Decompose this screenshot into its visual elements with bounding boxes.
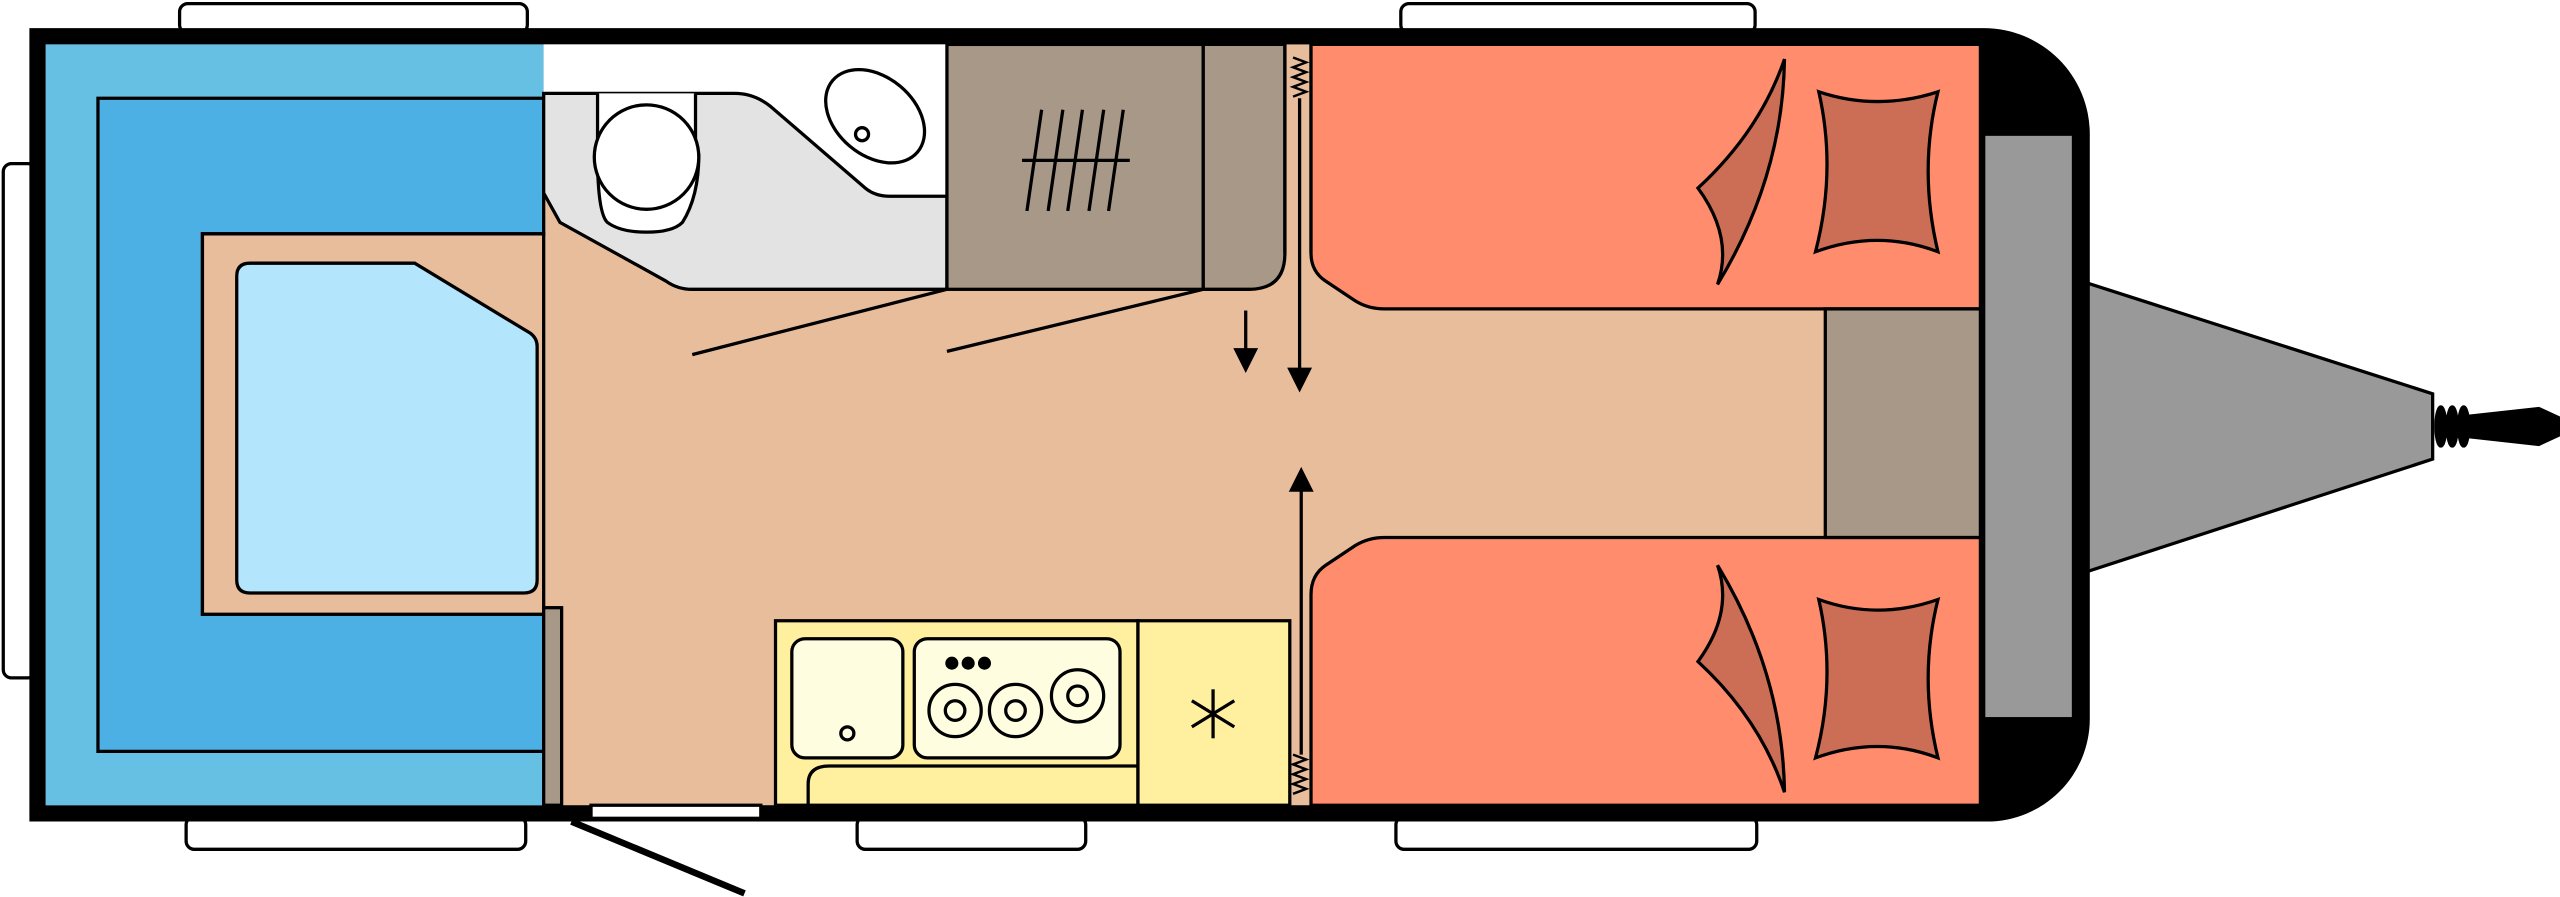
bed-top [1309, 42, 1983, 311]
pillow [1695, 564, 1787, 793]
cupboard [1201, 42, 1287, 291]
hanging-rail-icon [1022, 109, 1130, 212]
kitchen-step [806, 764, 1138, 806]
door-swing [570, 818, 746, 897]
bedside-cabinet [1823, 307, 1983, 540]
table[interactable] [235, 261, 539, 595]
drain [839, 725, 856, 742]
partition [542, 606, 564, 807]
pillow [1813, 596, 1941, 761]
drawbar [2084, 280, 2435, 575]
bed-bottom [1309, 535, 1983, 807]
doors[interactable] [691, 287, 1204, 357]
hob-icon [912, 637, 1122, 760]
pillow [1695, 58, 1787, 286]
toilet-icon [592, 93, 701, 234]
pillow [1813, 89, 1941, 255]
hitch [2434, 405, 2560, 448]
snowflake-icon [1190, 689, 1236, 739]
windows [1, 1, 2120, 851]
front-locker [1982, 132, 2076, 721]
kitchen-sink [790, 637, 905, 760]
entrance-door[interactable] [589, 803, 763, 820]
washbasin-icon [824, 67, 927, 165]
